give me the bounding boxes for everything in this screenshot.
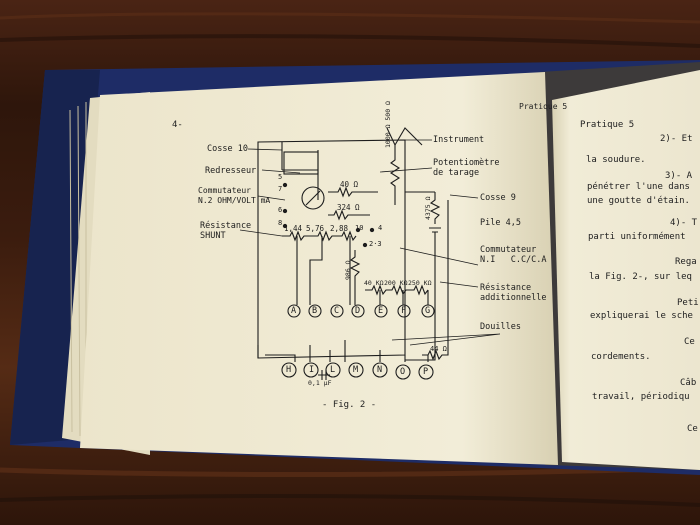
right-line-8: Rega	[675, 257, 697, 267]
resistor-4375	[429, 192, 441, 224]
right-line-2: la soudure.	[586, 155, 646, 165]
right-line-4: pénétrer l'une dans	[587, 182, 690, 192]
terminal-b: B	[312, 306, 318, 316]
switch-pos-5: 5	[278, 173, 283, 181]
right-line-5: une goutte d'étain.	[587, 196, 690, 206]
right-line-12: Ce	[684, 337, 695, 347]
leader-lines	[239, 139, 501, 346]
label-resistance-additionnelle: Résistance additionnelle	[480, 283, 547, 303]
right-line-7: parti uniformément	[588, 232, 686, 242]
switch-pos-10: 10	[355, 224, 364, 232]
label-instrument: Instrument	[433, 135, 485, 145]
right-line-14: Câb	[680, 378, 697, 388]
value-576: 5,76	[306, 224, 325, 233]
terminal-d: D	[355, 306, 361, 316]
terminal-f: F	[401, 306, 407, 316]
terminal-g: G	[425, 306, 431, 316]
left-page-header: Pratique 5	[519, 102, 568, 111]
right-line-1: 2)- Et	[660, 134, 693, 144]
terminal-m: M	[353, 365, 359, 375]
page-number: 4-	[172, 120, 183, 130]
terminal-h: H	[286, 365, 292, 375]
resistor-986	[349, 250, 361, 305]
label-redresseur: Redresseur	[205, 166, 257, 176]
right-line-13: cordements.	[591, 352, 651, 362]
value-200k: 200 KΩ	[384, 279, 408, 287]
terminal-l: L	[330, 365, 336, 375]
figure-caption: - Fig. 2 -	[322, 400, 377, 410]
right-line-11: expliquerai le sche	[590, 311, 693, 321]
resistor-40	[328, 186, 378, 198]
terminal-c: C	[334, 306, 340, 316]
label-commutateur-1: Commutateur N.I C.C/C.A	[480, 245, 547, 265]
value-986: 986 Ω	[344, 260, 352, 280]
right-line-3: 3)- A	[665, 171, 693, 181]
value-44: 44 Ω	[430, 345, 447, 353]
terminal-i: I	[309, 365, 315, 375]
battery-pile	[405, 227, 441, 361]
right-page-header: Pratique 5	[580, 120, 635, 130]
label-commutateur-2: Commutateur N.2 OHM/VOLT mA	[198, 186, 271, 205]
instrument-leads	[386, 127, 423, 147]
terminal-o: O	[400, 367, 406, 377]
switch-pos-8: 8	[278, 219, 283, 227]
value-4375: 4375 Ω	[424, 196, 432, 220]
switch-pos-7: 7	[278, 185, 283, 193]
label-pile: Pile 4,5	[480, 218, 521, 228]
additional-resistors	[365, 284, 429, 296]
value-288: 2,88	[330, 224, 349, 233]
switch-pos-4: 4	[378, 224, 383, 232]
shunt-resistors	[282, 230, 357, 242]
label-potentiometre: Potentiomètre de tarage	[433, 158, 500, 178]
resistor-44	[422, 200, 449, 361]
value-250k: 250 KΩ	[408, 279, 432, 287]
instrument-meter	[301, 186, 325, 210]
terminal-p: P	[423, 367, 429, 377]
right-line-9: la Fig. 2-, sur leq	[589, 272, 692, 282]
value-capacitor: 0,1 μF	[308, 379, 332, 387]
label-cosse-9: Cosse 9	[480, 193, 516, 203]
right-line-16: Ce	[687, 424, 698, 434]
rectifier-box	[283, 151, 319, 175]
terminals-bottom	[281, 362, 434, 380]
resistor-324	[328, 209, 370, 221]
rectifier-wires	[281, 142, 319, 200]
right-line-6: 4)- T	[670, 218, 698, 228]
terminal-n: N	[377, 365, 383, 375]
switch-pos-6: 6	[278, 206, 283, 214]
value-1000-500: 1000 Ω 500 Ω	[384, 101, 392, 148]
value-144: 1,44	[284, 224, 303, 233]
terminal-e: E	[378, 306, 384, 316]
terminals-top	[287, 304, 435, 318]
potentiometer	[389, 145, 401, 205]
value-40k: 40 KΩ	[364, 279, 384, 287]
label-douilles: Douilles	[480, 322, 521, 332]
label-shunt: Résistance SHUNT	[200, 221, 252, 241]
value-40: 40 Ω	[340, 180, 359, 189]
terminal-a: A	[291, 306, 297, 316]
label-cosse-10: Cosse 10	[207, 144, 248, 154]
right-line-15: travail, périodiqu	[592, 392, 690, 402]
right-line-10: Peti	[677, 298, 699, 308]
value-324: 324 Ω	[337, 203, 360, 212]
switch-pos-23: 2·3	[369, 240, 382, 248]
